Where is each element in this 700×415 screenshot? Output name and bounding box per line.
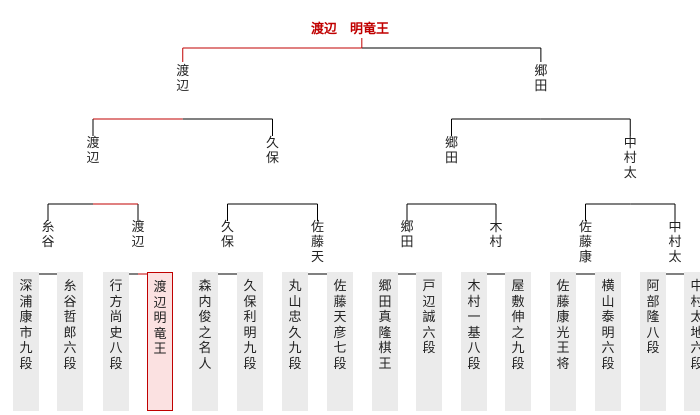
- player-box: 深浦康市九段: [13, 272, 39, 411]
- player-name: 横山泰明六段: [601, 279, 615, 372]
- player-box: 佐藤康光王将: [550, 272, 576, 411]
- round-winner-label: 久保: [265, 136, 279, 166]
- player-name: 佐藤康光王将: [556, 279, 570, 372]
- round-winner-label: 郷田: [400, 220, 414, 250]
- round-winner-label: 渡辺: [131, 220, 145, 250]
- player-name: 戸辺 誠六段: [422, 279, 449, 356]
- champion-label: 渡辺 明竜王: [310, 22, 389, 37]
- player-name: 久保利明九段: [243, 279, 257, 372]
- round-winner-label: 渡辺: [86, 136, 100, 166]
- round-winner-label: 中村太: [668, 220, 682, 265]
- player-box: 屋敷伸之九段: [505, 272, 531, 411]
- player-box: 横山泰明六段: [595, 272, 621, 411]
- round-winner-label: 郷田: [444, 136, 458, 166]
- player-name: 深浦康市九段: [19, 279, 33, 372]
- player-box: 戸辺 誠六段: [416, 272, 449, 411]
- player-box: 丸山忠久九段: [282, 272, 308, 411]
- round-winner-label: 渡辺: [176, 64, 190, 94]
- round-winner-label: 郷田: [534, 64, 548, 94]
- player-box: 久保利明九段: [237, 272, 263, 411]
- player-name: 中村太地六段: [690, 279, 700, 372]
- player-name: 佐藤天彦七段: [333, 279, 347, 372]
- player-name: 阿部 隆八段: [646, 279, 673, 356]
- player-box: 佐藤天彦七段: [327, 272, 353, 411]
- round-winner-label: 中村太: [623, 136, 637, 181]
- player-name: 屋敷伸之九段: [511, 279, 525, 372]
- player-name: 糸谷哲郎六段: [63, 279, 77, 372]
- round-winner-label: 糸谷: [41, 220, 55, 250]
- player-box: 糸谷哲郎六段: [57, 272, 83, 411]
- round-winner-label: 木村: [489, 220, 503, 250]
- player-name: 渡辺 明竜王: [153, 280, 180, 357]
- player-box: 行方尚史八段: [103, 272, 129, 411]
- player-name: 森内俊之名人: [198, 279, 212, 372]
- player-box: 郷田真隆棋王: [372, 272, 398, 411]
- player-name: 木村一基八段: [467, 279, 481, 372]
- round-winner-label: 佐藤天: [310, 220, 324, 265]
- player-box: 木村一基八段: [461, 272, 487, 411]
- player-name: 行方尚史八段: [109, 279, 123, 372]
- player-box: 森内俊之名人: [192, 272, 218, 411]
- player-box: 阿部 隆八段: [640, 272, 673, 411]
- player-name: 郷田真隆棋王: [378, 279, 392, 372]
- player-name: 丸山忠久九段: [288, 279, 302, 372]
- player-box: 渡辺 明竜王: [147, 272, 180, 411]
- round-winner-label: 佐藤康: [578, 220, 592, 265]
- player-box: 中村太地六段: [684, 272, 700, 411]
- round-winner-label: 久保: [220, 220, 234, 250]
